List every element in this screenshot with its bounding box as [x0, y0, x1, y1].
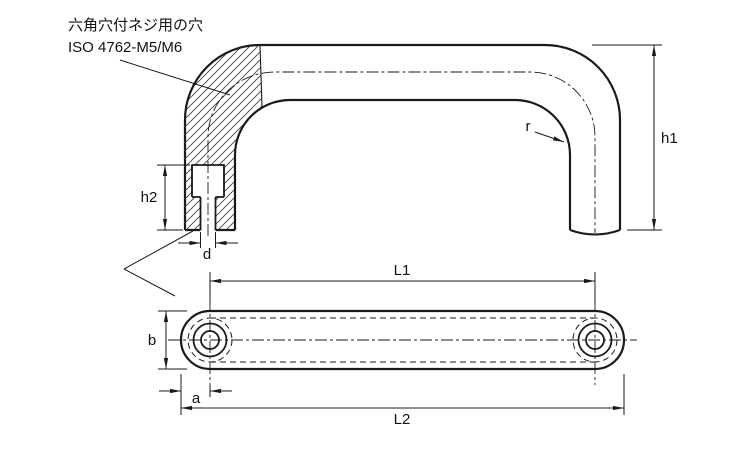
right-leg-end-cap	[569, 229, 621, 236]
tube-centerline	[207, 71, 596, 236]
radius-callout	[534, 131, 565, 143]
label-L2: L2	[394, 411, 411, 428]
dim-d	[178, 232, 238, 248]
bottom-view-centerlines	[168, 299, 637, 385]
inner-contour	[233, 98, 572, 230]
projection-leader	[123, 230, 194, 297]
hole-callout-line1: 六角穴付ネジ用の穴	[68, 17, 203, 34]
label-b: b	[148, 332, 156, 349]
section-cut-edge	[259, 44, 263, 108]
label-L1: L1	[394, 262, 411, 279]
hole-callout-line2: ISO 4762-M5/M6	[68, 39, 182, 56]
label-a: a	[192, 390, 201, 407]
hole-callout-leader	[119, 59, 231, 96]
label-h2: h2	[141, 189, 158, 206]
dimensions	[119, 44, 662, 415]
outer-contour	[183, 43, 622, 230]
dim-a	[159, 385, 232, 397]
label-h1: h1	[661, 130, 678, 147]
dim-L2	[180, 374, 625, 415]
dim-L1	[209, 272, 596, 303]
dim-h1	[592, 44, 662, 231]
bottom-view	[168, 299, 637, 385]
labels: 六角穴付ネジ用の穴 ISO 4762-M5/M6 h2 d h1 r L1 b …	[68, 17, 678, 428]
label-r: r	[526, 118, 531, 135]
through-hole	[199, 197, 217, 230]
side-view	[183, 43, 622, 236]
dim-b	[158, 310, 187, 370]
dim-h2	[157, 164, 190, 231]
section-hatch	[185, 45, 262, 230]
label-d: d	[203, 246, 211, 263]
